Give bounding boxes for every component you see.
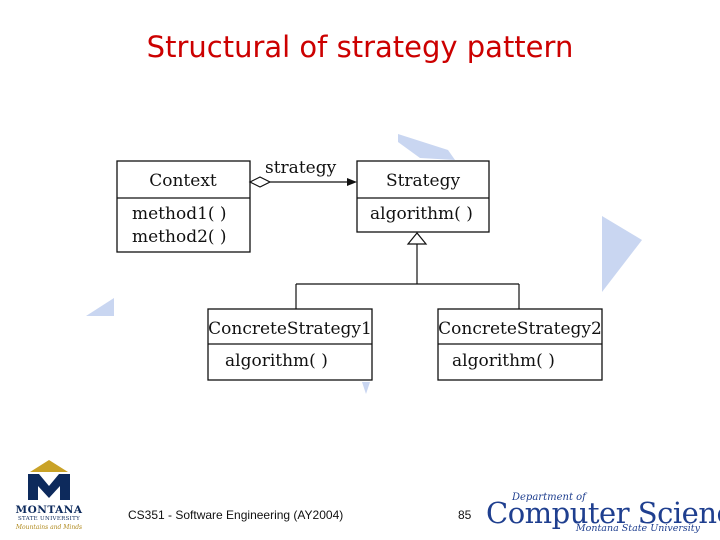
association-label: strategy — [265, 158, 337, 178]
msu-subtitle: STATE UNIVERSITY — [6, 516, 92, 522]
decor-arrow-bottom — [362, 382, 370, 394]
inheritance-connector — [296, 233, 519, 309]
msu-wordmark: MONTANA — [6, 504, 92, 516]
aggregation-association: strategy — [250, 158, 357, 187]
strategy-class-name: Strategy — [386, 171, 461, 191]
association-arrowhead — [347, 178, 357, 186]
concrete-strategy-1-method: algorithm( ) — [225, 351, 328, 371]
concrete-strategy-1-name: ConcreteStrategy1 — [208, 319, 372, 339]
msu-gold-peak — [30, 460, 68, 472]
decor-arrow-left — [86, 298, 114, 316]
msu-navy-m — [28, 474, 70, 500]
decor-arrow-top-right — [398, 134, 455, 160]
footer-course-text: CS351 - Software Engineering (AY2004) — [128, 508, 343, 522]
strategy-class: Strategy algorithm( ) — [357, 161, 489, 232]
context-method-2: method2( ) — [132, 227, 227, 247]
inheritance-triangle — [408, 233, 426, 244]
concrete-strategy-2-name: ConcreteStrategy2 — [438, 319, 602, 339]
concrete-strategy-1-class: ConcreteStrategy1 algorithm( ) — [208, 309, 372, 380]
strategy-method: algorithm( ) — [370, 204, 473, 224]
cs-department-logo: Department of Computer Science Montana S… — [486, 492, 714, 534]
concrete-strategy-2-class: ConcreteStrategy2 algorithm( ) — [438, 309, 602, 380]
page-number: 85 — [458, 508, 471, 522]
msu-logo: MONTANA STATE UNIVERSITY Mountains and M… — [6, 460, 92, 538]
cs-logo-university: Montana State University — [576, 523, 700, 534]
decor-arrow-right — [602, 216, 642, 292]
context-class: Context method1( ) method2( ) — [117, 161, 250, 252]
msu-tagline: Mountains and Minds — [6, 524, 92, 531]
context-class-name: Context — [149, 171, 217, 191]
context-method-1: method1( ) — [132, 204, 227, 224]
concrete-strategy-2-method: algorithm( ) — [452, 351, 555, 371]
msu-m-emblem — [6, 460, 92, 506]
aggregation-diamond — [250, 177, 270, 187]
